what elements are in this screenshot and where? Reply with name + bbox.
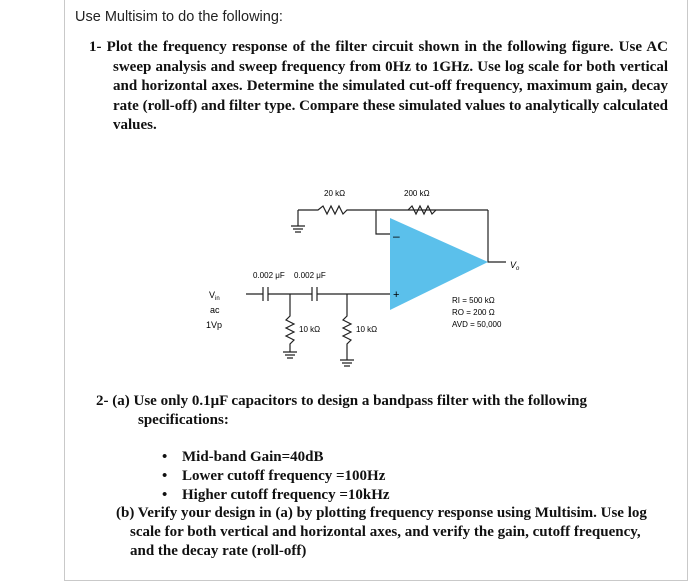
page-heading: Use Multisim to do the following: xyxy=(75,9,283,25)
open-loop-gain-spec: AVD = 50,000 xyxy=(452,320,502,329)
inverting-wire xyxy=(375,210,390,235)
resistor-10k-2 xyxy=(341,294,353,360)
capacitor-1 xyxy=(262,287,269,301)
spec-item: Mid-band Gain=40dB xyxy=(160,448,390,467)
resistor-200k-label: 200 kΩ xyxy=(404,189,430,198)
resistor-10k-1 xyxy=(284,294,296,352)
source-type: ac xyxy=(210,305,220,315)
resistor-10k-2-label: 10 kΩ xyxy=(356,325,377,334)
noninverting-input-sign: + xyxy=(393,289,399,301)
resistor-200k-zigzag xyxy=(407,204,437,216)
output-label: Vo xyxy=(510,260,520,272)
feedback-wire-top xyxy=(298,204,488,216)
capacitor-2-label: 0.002 μF xyxy=(294,271,326,280)
source-amplitude: 1Vp xyxy=(206,320,222,330)
ground-symbol-r2 xyxy=(340,359,354,367)
output-wire xyxy=(487,210,506,263)
ground-symbol-r1 xyxy=(283,351,297,359)
resistor-20k-label: 20 kΩ xyxy=(324,189,345,198)
input-resistance-spec: RI = 500 kΩ xyxy=(452,296,495,305)
question-2b-text: (b) Verify your design in (a) by plottin… xyxy=(116,505,647,559)
resistor-10k-1-label: 10 kΩ xyxy=(299,325,320,334)
spec-item: Higher cutoff frequency =10kHz xyxy=(160,486,390,505)
content-frame xyxy=(64,0,688,581)
question-2a-text: 2- (a) Use only 0.1μF capacitors to desi… xyxy=(96,393,588,428)
inverting-input-sign: – xyxy=(393,229,400,243)
capacitor-2 xyxy=(311,287,318,301)
source-label: Vin xyxy=(209,290,220,302)
specification-list: Mid-band Gain=40dB Lower cutoff frequenc… xyxy=(160,448,390,505)
question-1-text: 1- Plot the frequency response of the fi… xyxy=(89,39,668,133)
op-amp-triangle xyxy=(390,218,488,310)
ground-symbol-left xyxy=(291,225,305,233)
output-resistance-spec: RO = 200 Ω xyxy=(452,308,495,317)
spec-item: Lower cutoff frequency =100Hz xyxy=(160,467,390,486)
capacitor-1-label: 0.002 μF xyxy=(253,271,285,280)
